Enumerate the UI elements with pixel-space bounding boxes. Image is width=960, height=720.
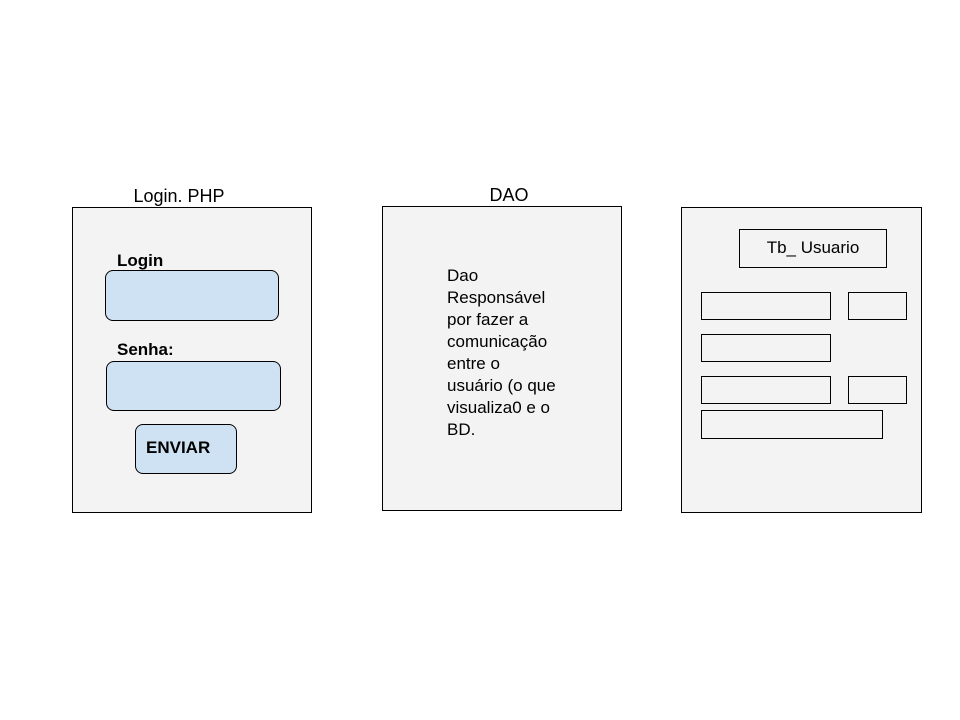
table-panel	[681, 207, 922, 513]
table-field-box	[701, 410, 883, 439]
login-field-label: Login	[117, 251, 164, 270]
table-field-box	[701, 292, 831, 320]
password-field-label: Senha:	[117, 340, 174, 359]
table-field-box	[848, 292, 907, 320]
table-field-box	[701, 376, 831, 404]
submit-button[interactable]: ENVIAR	[135, 424, 237, 474]
login-input[interactable]	[105, 270, 279, 321]
password-input[interactable]	[106, 361, 281, 411]
dao-panel	[382, 206, 622, 511]
dao-panel-title: DAO	[489, 185, 529, 205]
table-field-box	[701, 334, 831, 362]
login-panel-title: Login. PHP	[133, 186, 225, 206]
dao-description: Dao Responsável por fazer a comunicação …	[447, 266, 556, 439]
table-title: Tb_ Usuario	[739, 229, 887, 268]
table-field-box	[848, 376, 907, 404]
